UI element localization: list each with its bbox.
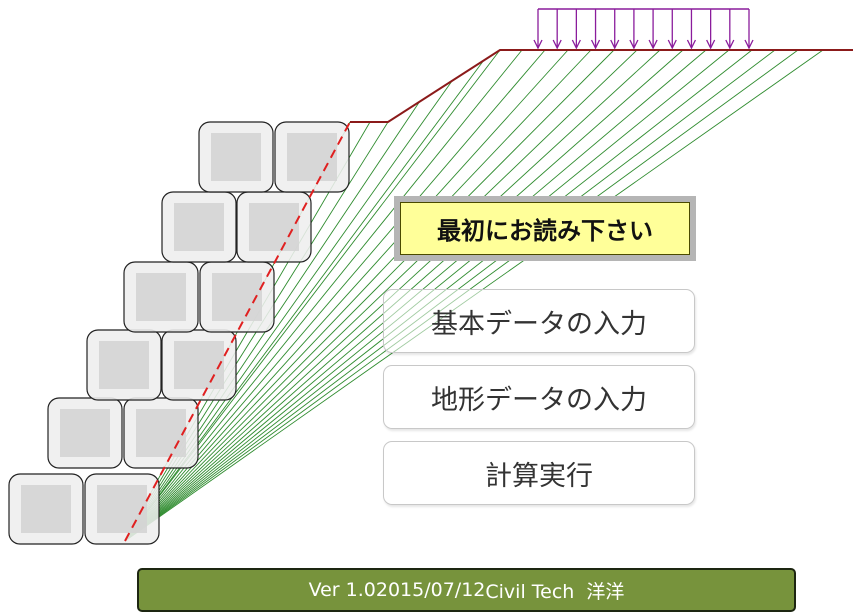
wall-block [123,261,199,333]
wall-block [86,329,162,401]
critical-slip-line [124,121,351,542]
basic-data-input-button[interactable]: 基本データの入力 [383,289,695,353]
footer-date: 2015/07/12 [375,579,486,601]
ground-surface-line [350,49,853,123]
footer-bar: Ver 1.0 2015/07/12 Civil Tech 洋洋 [137,568,796,612]
slip-line [124,49,615,542]
slip-line [124,49,592,542]
retaining-wall-blocks [8,121,350,545]
wall-block [8,473,84,545]
readme-button[interactable]: 最初にお読み下さい [394,196,696,261]
wall-block [161,329,237,401]
wall-block [236,191,312,263]
wall-block [123,397,199,469]
slip-line [124,49,569,542]
wall-block [47,397,123,469]
wall-block [198,121,274,193]
wall-block [199,261,275,333]
readme-button-label: 最初にお読み下さい [400,202,690,255]
terrain-data-input-button[interactable]: 地形データの入力 [383,365,695,429]
distributed-load-icon [533,8,754,50]
footer-author: Civil Tech 洋洋 [485,580,625,603]
wall-block [161,191,237,263]
run-calculation-button[interactable]: 計算実行 [383,441,695,505]
wall-block [274,121,350,193]
wall-block [84,473,160,545]
footer-version: Ver 1.0 [308,579,376,601]
slip-line [124,49,638,542]
